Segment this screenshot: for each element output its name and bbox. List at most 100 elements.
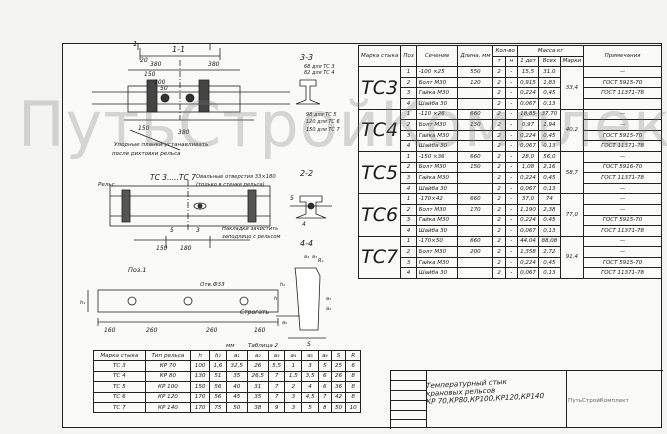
cell-qty-t: 2 (492, 225, 506, 237)
cell-length (457, 182, 494, 195)
t2-cell: 7 (267, 391, 286, 403)
cell-poz: 3 (400, 129, 417, 142)
t2-hdr: a₄ (284, 349, 303, 362)
note-oval-1: (только в стенке рельса) (196, 182, 265, 188)
sec22-label: 2-2 (300, 169, 313, 178)
hdr-mark: Марка стыка (357, 44, 402, 68)
cell-note: ГОСТ 11371-78 (583, 225, 662, 237)
cell-note: — (583, 150, 662, 163)
t2-cell: КР 80 (144, 370, 192, 383)
cell-mass-1: 0,224 (516, 172, 540, 184)
hdr-poz: Поз (400, 44, 417, 68)
cell-length: 550 (457, 66, 494, 78)
cell-mass-all: 0,45 (538, 172, 561, 184)
cell-qty-n: - (504, 235, 518, 248)
t2-cell: 42 (330, 391, 347, 403)
hdr-length: Длина, мм (457, 44, 494, 68)
t2-hdr: Марка стыка (93, 349, 146, 362)
hdr-mass: Масса кг (516, 45, 585, 57)
cell-length (457, 129, 494, 142)
cell-qty-n: - (504, 87, 518, 99)
t2-cell: 75 (209, 401, 227, 414)
t2-hdr: a₂ (246, 349, 269, 362)
tablica-label: Таблица 2 (248, 343, 279, 349)
cell-mass-all: 0,45 (538, 256, 561, 269)
cell-qty-t: 2 (492, 203, 506, 216)
cell-section: -100 ×25 (415, 66, 459, 78)
cell-mass-1: 0,067 (516, 140, 540, 152)
dim-20: 20 (140, 57, 148, 64)
cell-poz: 3 (400, 87, 417, 99)
cell-qty-t: 2 (492, 97, 506, 110)
cell-section: Гайка М30 (415, 214, 459, 227)
cell-mass-all: 1,83 (538, 76, 561, 89)
t2-cell: 31 (246, 381, 269, 393)
cell-poz: 2 (400, 161, 417, 174)
joint-plan (109, 185, 271, 227)
cell-length (457, 225, 494, 237)
cell-qty-t: 2 (492, 66, 506, 78)
cell-note: — (583, 235, 662, 248)
cell-qty-t: 2 (492, 129, 506, 142)
t2-hdr: R (345, 349, 361, 362)
cell-poz: 2 (400, 119, 417, 131)
cell-qty-t: 2 (492, 119, 506, 131)
t2-cell: 1 (284, 360, 303, 372)
dim22-4: 4 (302, 221, 306, 228)
cell-qty-t: 2 (492, 161, 506, 174)
t2-cell: 56 (209, 381, 227, 393)
cell-length (457, 87, 494, 99)
cell-mass-1: 0,067 (516, 182, 540, 195)
dim-380a: 380 (150, 61, 162, 68)
t2-cell: 130 (190, 370, 211, 383)
t2-cell: ТС 6 (93, 391, 146, 403)
t2-cell: 51 (209, 370, 227, 383)
subhdr-1: н (504, 55, 518, 68)
poz1-label: Поз.1 (128, 266, 147, 274)
cell-mass-all: 0,13 (538, 225, 561, 237)
t2-cell: 3 (284, 391, 303, 403)
t2-cell: ТС 4 (93, 370, 146, 383)
t2-cell: ТС 3 (93, 360, 146, 372)
cell-note: ГОСТ 5915-70 (583, 256, 662, 269)
t2-cell: 7 (267, 370, 286, 383)
cell-poz: 2 (400, 203, 417, 216)
cell-section: Болт М30 (415, 119, 459, 131)
cell-mass-1: 1,358 (516, 246, 540, 258)
cell-section: Шайба 30 (415, 267, 459, 280)
t2-cell: 8 (345, 381, 361, 393)
cell-mass-all: 0,45 (538, 129, 561, 142)
note-oval-0: Овальные отверстия 33×180 (196, 174, 276, 180)
cell-note: ГОСТ 5915-70 (583, 214, 662, 227)
cell-length (457, 97, 494, 110)
cell-qty-n: - (504, 108, 518, 121)
cell-section: Гайка М30 (415, 256, 459, 269)
cell-length (457, 172, 494, 184)
h1-label: h₁ (80, 300, 85, 306)
cell-qty-t: 2 (492, 87, 506, 99)
t2-cell: ТС 5 (93, 381, 146, 393)
strogat-label: Строгать (240, 309, 269, 316)
cell-length: 200 (457, 246, 494, 258)
cell-section: Гайка М30 (415, 87, 459, 99)
cell-qty-n: - (504, 193, 518, 205)
cell-mass-all: 56,0 (538, 150, 561, 163)
cell-section: Болт М30 (415, 203, 459, 216)
cell-qty-n: - (504, 203, 518, 216)
t2-cell: 45 (225, 391, 248, 403)
joint-mark: ТС3 (357, 66, 402, 110)
cell-qty-t: 2 (492, 108, 506, 121)
h2-label: h₂ (280, 282, 285, 288)
cell-poz: 4 (400, 267, 417, 280)
